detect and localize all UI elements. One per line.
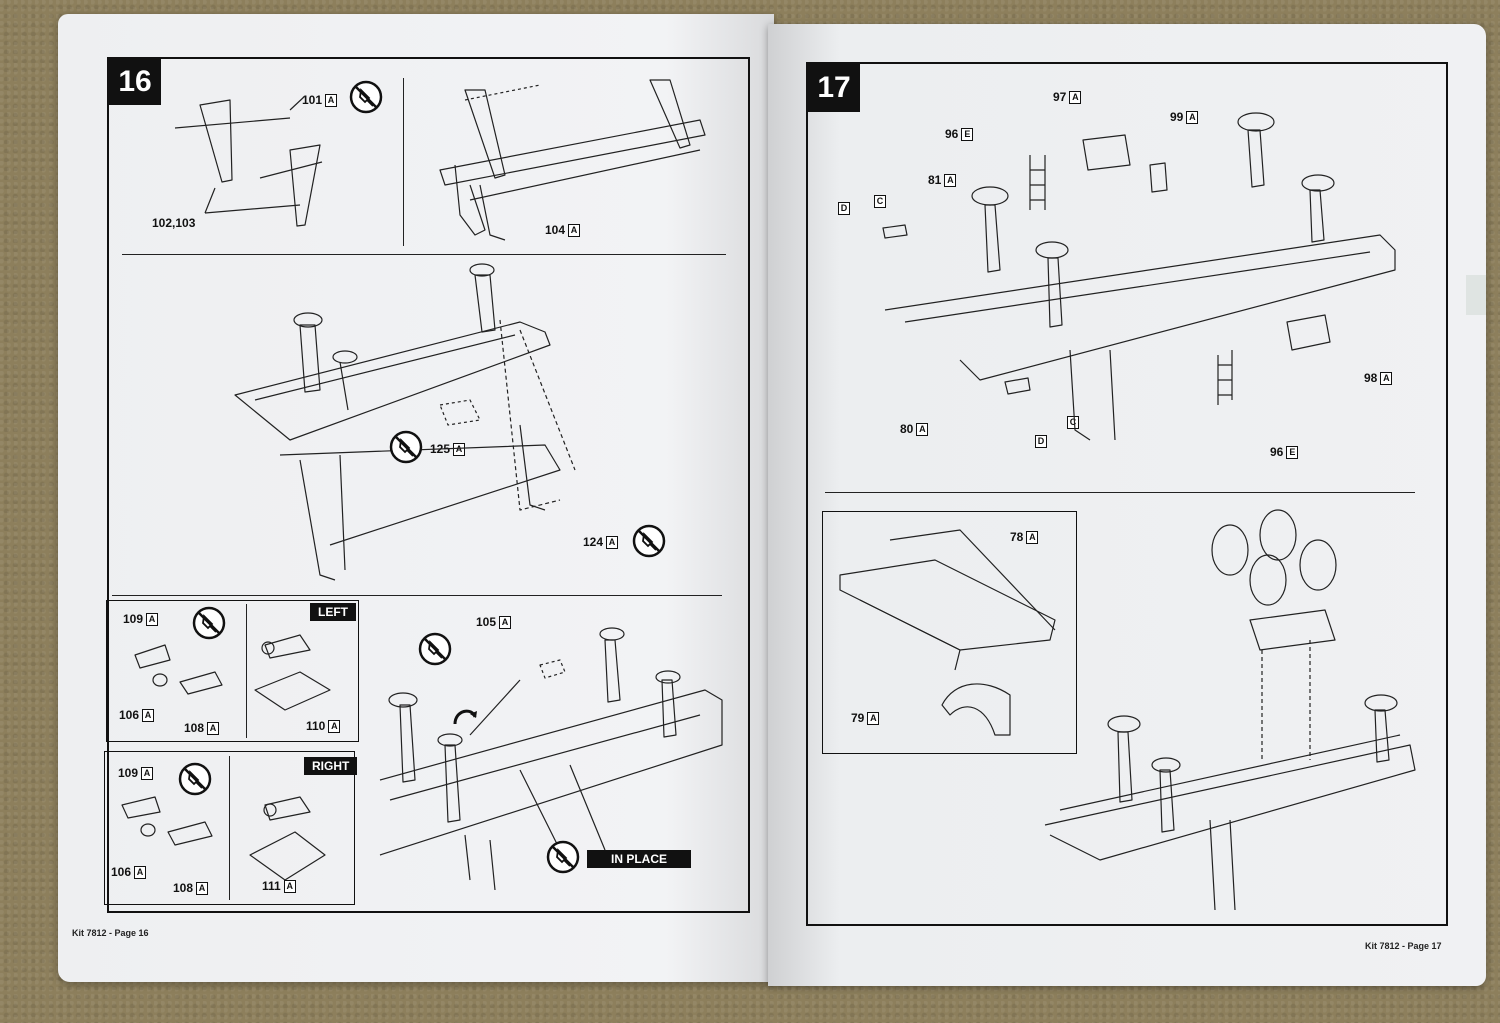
part-label-c-top: C: [871, 194, 886, 209]
left-page: [58, 14, 774, 982]
step17-chassis-drawing: [882, 112, 1396, 441]
in-place-tag: IN PLACE: [587, 850, 692, 868]
right-page: [768, 24, 1486, 986]
right-subassembly-box: [104, 751, 355, 905]
no-glue-icon: [389, 430, 423, 464]
chassis-drawing: [234, 263, 576, 581]
divider: [112, 595, 722, 596]
chassis-in-place-drawing: [379, 627, 723, 891]
right-tag: RIGHT: [304, 757, 358, 775]
step-number-16: 16: [109, 59, 161, 105]
left-subassembly-box: [106, 600, 359, 742]
divider: [122, 254, 726, 255]
part-label-102-103: 102,103: [152, 216, 196, 230]
no-glue-icon: [349, 80, 383, 114]
part-label-d-bottom: D: [1032, 434, 1047, 449]
divider: [229, 756, 230, 900]
step-16-frame: [107, 57, 750, 913]
page-footer-left: Kit 7812 - Page 16: [72, 928, 149, 938]
divider: [825, 492, 1415, 493]
page-tab: [1466, 275, 1486, 315]
no-glue-icon: [178, 762, 212, 796]
right-bracket-drawing: [121, 796, 326, 881]
no-glue-icon: [418, 632, 452, 666]
frame-stand-drawing: [439, 79, 706, 241]
divider: [246, 604, 247, 738]
axle-drawing: [839, 529, 1056, 736]
rotate-arrow-icon: [453, 709, 477, 725]
axle-subassembly-box: [822, 511, 1077, 754]
part-label-d-top: D: [835, 201, 850, 216]
divider: [403, 78, 404, 246]
stand-drawing: [174, 95, 323, 227]
no-glue-icon: [632, 524, 666, 558]
left-tag: LEFT: [310, 603, 356, 621]
step-number-17: 17: [808, 64, 860, 112]
left-bracket-drawing: [134, 634, 331, 711]
step-17-frame: [806, 62, 1448, 926]
page-footer-right: Kit 7812 - Page 17: [1365, 941, 1442, 951]
no-glue-icon: [546, 840, 580, 874]
no-glue-icon: [192, 606, 226, 640]
part-label-c-bottom: C: [1064, 415, 1079, 430]
step17-wheels-chassis-drawing: [1044, 509, 1416, 911]
